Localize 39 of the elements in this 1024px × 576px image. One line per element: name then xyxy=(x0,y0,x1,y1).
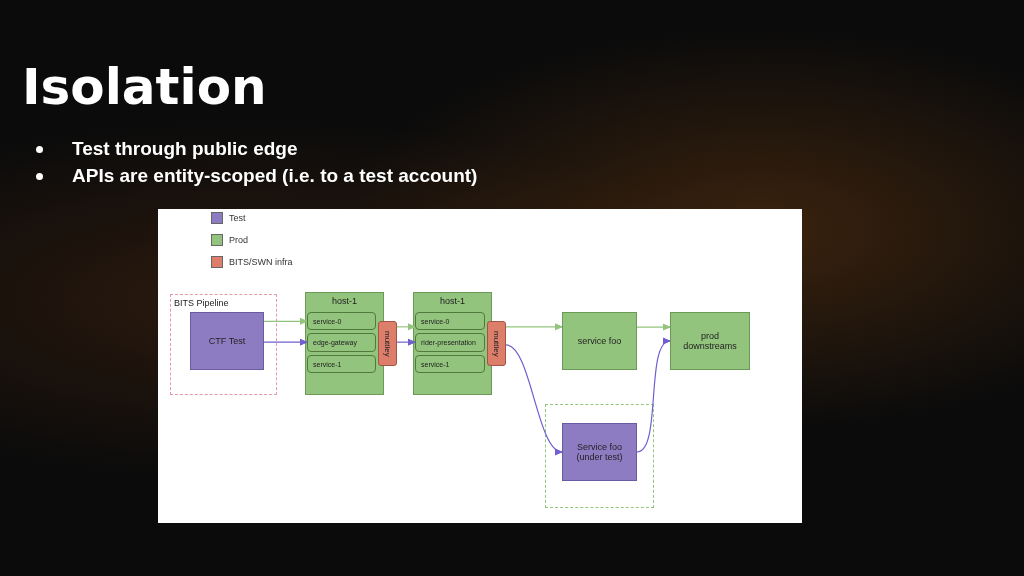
node-label: host-1 xyxy=(332,296,357,306)
legend-label: BITS/SWN infra xyxy=(229,257,293,267)
bullet-text: Test through public edge xyxy=(72,138,298,160)
bullet-text: APIs are entity-scoped (i.e. to a test account) xyxy=(72,165,478,187)
test-service-box xyxy=(562,423,637,481)
service-box xyxy=(562,312,637,370)
service-box xyxy=(415,312,485,330)
arrow xyxy=(636,323,671,331)
arrow xyxy=(396,338,416,346)
proxy-box xyxy=(378,321,397,366)
node-label: muttley xyxy=(492,330,501,357)
arrow xyxy=(263,338,308,346)
test-group xyxy=(545,404,654,508)
arrow xyxy=(636,340,671,453)
service-box xyxy=(415,355,485,373)
node-label: prod downstreams xyxy=(683,331,737,351)
node-label: BITS Pipeline xyxy=(174,298,229,308)
arrow xyxy=(396,323,416,331)
host-box xyxy=(413,292,492,395)
node-label: CTF Test xyxy=(208,336,246,346)
pipeline-group xyxy=(170,294,277,395)
node-label: host-1 xyxy=(440,296,465,306)
slide-title: Isolation xyxy=(22,58,267,116)
service-box xyxy=(307,355,376,373)
service-box xyxy=(307,312,376,330)
test-box xyxy=(190,312,264,370)
proxy-box xyxy=(487,321,506,366)
node-label: service foo xyxy=(577,336,622,346)
node-label: Service foo (under test) xyxy=(575,442,624,462)
service-box xyxy=(415,333,485,352)
host-box xyxy=(305,292,384,395)
service-box xyxy=(307,333,376,352)
legend-label: Prod xyxy=(229,235,248,245)
arrow xyxy=(505,323,563,331)
downstream-box xyxy=(670,312,750,370)
arrow xyxy=(505,344,563,453)
arrow xyxy=(263,317,308,325)
legend-label: Test xyxy=(229,213,246,223)
node-label: muttley xyxy=(383,330,392,357)
